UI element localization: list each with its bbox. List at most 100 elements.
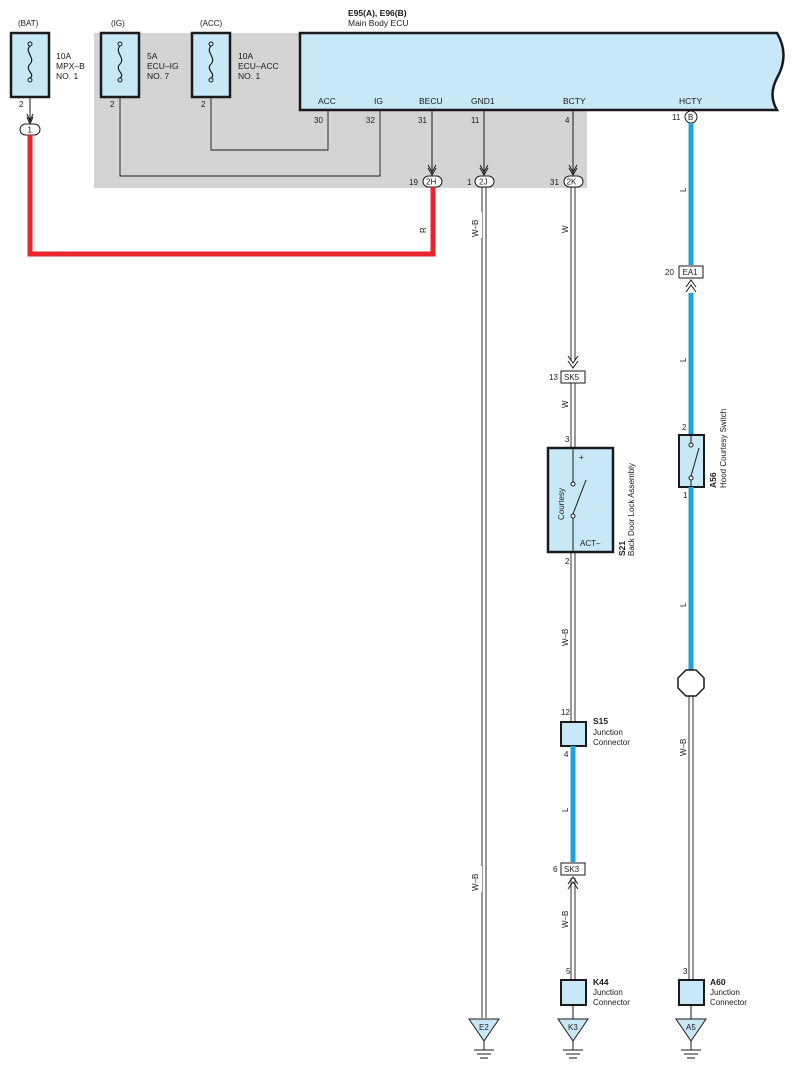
wire-acc: [210, 97, 329, 151]
fuse-ig-box: [99, 31, 141, 99]
fuse-bat-amp: 10A: [56, 51, 71, 61]
a56-pin-bottom: 1: [683, 491, 688, 500]
s15-code: S15: [593, 716, 608, 726]
pin-bcty-label: BCTY: [563, 96, 586, 106]
fuse-icon: [27, 45, 33, 79]
a60-pin: 3: [683, 967, 688, 976]
pin-hcty-num: 11: [672, 113, 681, 122]
wire-wb-a60-label: W–B: [679, 739, 688, 756]
a56-name: Hood Courtesy Switch: [719, 409, 728, 488]
wire-w2-label: W: [561, 400, 570, 408]
s15-name2: Connector: [593, 738, 630, 747]
k44-name1: Junction: [593, 988, 623, 997]
pin-gnd1-label: GND1: [471, 96, 495, 106]
fuse-bat-pin: 2: [19, 100, 24, 109]
junction-sk3-label: SK3: [564, 865, 580, 874]
fuse-bat-box: [9, 31, 51, 99]
s21-switch-icon: [572, 479, 587, 515]
fuse-acc-name2: NO. 1: [238, 71, 260, 81]
fuse-acc-box: [190, 31, 232, 99]
fuse-bat-name1: MPX–B: [56, 61, 85, 71]
s21-plus: +: [579, 453, 584, 462]
pin-bcty-num: 4: [565, 116, 570, 125]
pin-ig-num: 32: [366, 116, 375, 125]
s21-pin-bottom: 2: [565, 557, 570, 566]
wire-l-s15-label: L: [561, 807, 570, 812]
wire-l1-label: L: [679, 187, 688, 192]
junction-2k-label: 2K: [567, 178, 577, 187]
wire-wb-k44-label: W–B: [561, 911, 570, 928]
a60-name2: Connector: [710, 998, 747, 1007]
fuse-ig-name1: ECU–IG: [147, 61, 179, 71]
wire-red: [27, 135, 436, 257]
wire-wb-gnd-label: W–B: [471, 220, 480, 237]
ground-a5-icon: [675, 1018, 707, 1042]
wire-l3-label: L: [679, 602, 688, 607]
s21-inner: Courtesy: [557, 488, 566, 520]
s21-box: [546, 446, 615, 554]
fuse-icon: [117, 45, 123, 79]
s15-pin-top: 12: [561, 708, 570, 717]
fuse-ig-amp: 5A: [147, 51, 158, 61]
s15-pin-bottom: 4: [564, 750, 569, 759]
s15-box: [560, 721, 587, 747]
a60-box: [678, 979, 705, 1006]
pin-hcty-label: HCTY: [679, 96, 702, 106]
fuse-ig-source: (IG): [111, 19, 125, 28]
junction-2k-pin: 31: [550, 178, 559, 187]
pin-acc-label: ACC: [318, 96, 336, 106]
pin-gnd1-num: 11: [471, 116, 480, 125]
junction-sk3: [560, 862, 586, 876]
fuse-ig-name2: NO. 7: [147, 71, 169, 81]
a56-switch-icon: [690, 447, 700, 477]
s15-name1: Junction: [593, 728, 623, 737]
junction-sk5-label: SK5: [564, 373, 580, 382]
junction-2h-pin: 19: [409, 178, 418, 187]
wire-w1-label: W: [561, 225, 570, 233]
k44-pin: 5: [566, 967, 571, 976]
pin-becu-label: BECU: [419, 96, 443, 106]
s21-pin-top: 3: [565, 435, 570, 444]
ground-k3-label: K3: [568, 1023, 578, 1032]
pin-becu-num: 31: [418, 116, 427, 125]
ground-e2-icon: [468, 1018, 500, 1042]
junction-ea1-label: EA1: [683, 268, 699, 277]
fuse-icon: [208, 45, 214, 79]
wire-r-label: R: [419, 227, 428, 233]
fuse-bat-name2: NO. 1: [56, 71, 78, 81]
wire-l2-label: L: [679, 357, 688, 362]
junction-2j-pin: 1: [467, 178, 472, 187]
k44-code: K44: [593, 977, 609, 987]
fuse-acc-pin: 2: [201, 100, 206, 109]
junction-2j-label: 2J: [479, 178, 487, 187]
junction-ea1-pin: 20: [665, 268, 674, 277]
k44-box: [560, 979, 587, 1006]
ecu-subtitle: Main Body ECU: [348, 18, 408, 28]
splice-octagon: [677, 669, 705, 697]
a60-code: A60: [710, 977, 726, 987]
junction-sk5-pin: 13: [549, 373, 558, 382]
fuse-ig-pin: 2: [110, 100, 115, 109]
ecu-box: [298, 31, 785, 112]
ground-a5-label: A5: [686, 1023, 696, 1032]
s21-code: S21: [617, 541, 627, 556]
junction-2h-label: 2H: [426, 178, 436, 187]
a56-code: A56: [708, 472, 718, 488]
junction-sk5: [560, 370, 586, 384]
hcty-connector-label: B: [688, 113, 693, 122]
fuse-acc-source: (ACC): [200, 19, 223, 28]
wire-ig: [119, 97, 381, 177]
ground-k3-icon: [557, 1018, 589, 1042]
a60-name1: Junction: [710, 988, 740, 997]
fuse-acc-amp: 10A: [238, 51, 253, 61]
ecu-title: E95(A), E96(B): [348, 8, 407, 18]
pin-acc-num: 30: [314, 116, 323, 125]
wire-wb-s21-label: W–B: [561, 629, 570, 646]
fuse-acc-name1: ECU–ACC: [238, 61, 279, 71]
s21-minus: ACT–: [580, 539, 601, 548]
ground-e2-label: E2: [479, 1023, 489, 1032]
junction-2j: [474, 175, 495, 188]
junction-ea1: [678, 265, 704, 279]
junction-2k: [563, 175, 584, 188]
